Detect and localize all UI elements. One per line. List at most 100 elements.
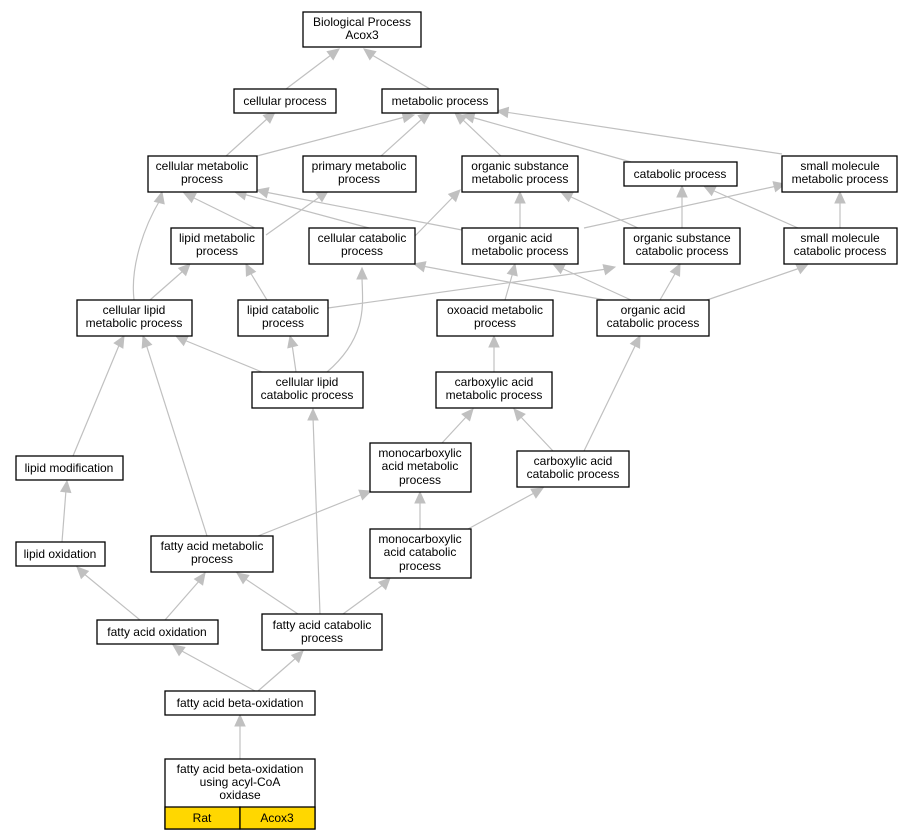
edge-arrowhead xyxy=(236,572,250,585)
node-label: lipid metabolic xyxy=(179,231,255,245)
node-label: fatty acid metabolic xyxy=(161,539,264,553)
edge-line xyxy=(342,583,385,615)
node-label: small molecule xyxy=(800,159,880,173)
node-label: process xyxy=(191,552,233,566)
node-biological-process-root[interactable]: Biological Process Acox3 xyxy=(302,11,422,48)
node-lipid-metabolic-process[interactable]: lipid metabolic process xyxy=(170,227,264,265)
edge-arrowhead xyxy=(76,566,90,580)
edge-line xyxy=(225,117,269,157)
node-label: cellular process xyxy=(243,94,326,108)
node-label: process xyxy=(399,559,441,573)
node-cellular-catabolic-process[interactable]: cellular catabolic process xyxy=(308,227,416,265)
node-label: oxoacid metabolic xyxy=(447,303,543,317)
edge-arrowhead xyxy=(255,187,270,199)
node-organic-substance-catabolic-process[interactable]: organic substance catabolic process xyxy=(623,227,741,265)
node-small-molecule-metabolic-process[interactable]: small molecule metabolic process xyxy=(781,155,898,193)
node-small-molecule-catabolic-process[interactable]: small molecule catabolic process xyxy=(783,227,898,265)
edge-arrowhead xyxy=(245,262,257,277)
node-label: process xyxy=(341,244,383,258)
node-carboxylic-acid-catabolic-process[interactable]: carboxylic acid catabolic process xyxy=(516,450,630,488)
node-fatty-acid-catabolic-process[interactable]: fatty acid catabolic process xyxy=(261,613,383,651)
node-label: process xyxy=(474,316,516,330)
edge-line xyxy=(242,193,370,229)
node-label: organic acid xyxy=(488,231,553,245)
edge-arrowhead xyxy=(193,572,206,586)
node-cellular-metabolic-process[interactable]: cellular metabolic process xyxy=(147,155,258,193)
node-label: monocarboxylic xyxy=(378,446,461,460)
edge-arrowhead xyxy=(113,334,125,349)
edge-line xyxy=(421,265,606,301)
node-cellular-lipid-catabolic-process[interactable]: cellular lipid catabolic process xyxy=(251,371,364,409)
edge-arrowhead xyxy=(506,262,518,277)
edge-line xyxy=(164,579,201,621)
edge-line xyxy=(291,343,297,373)
species-label: Rat xyxy=(193,811,212,825)
node-label: catabolic process xyxy=(527,467,620,481)
node-lipid-modification[interactable]: lipid modification xyxy=(15,455,124,481)
edge-line xyxy=(61,489,67,543)
node-label: cellular lipid xyxy=(276,375,339,389)
node-lipid-catabolic-process[interactable]: lipid catabolic process xyxy=(237,299,329,337)
node-label: process xyxy=(181,172,223,186)
node-label: catabolic process xyxy=(634,167,727,181)
edge-arrowhead xyxy=(551,263,566,275)
edge-arrowhead xyxy=(290,650,304,664)
node-oxoacid-metabolic-process[interactable]: oxoacid metabolic process xyxy=(436,299,554,337)
node-label: oxidase xyxy=(219,788,261,802)
edge-line xyxy=(179,649,256,692)
node-fatty-acid-metabolic-process[interactable]: fatty acid metabolic process xyxy=(150,535,274,573)
node-label: process xyxy=(196,244,238,258)
edge-line xyxy=(706,267,801,301)
edge-line xyxy=(149,270,184,301)
node-label: fatty acid oxidation xyxy=(107,625,206,639)
node-label: process xyxy=(301,631,343,645)
edge-arrowhead xyxy=(514,190,526,204)
edge-line xyxy=(560,267,632,301)
graph-edges xyxy=(59,48,846,759)
node-organic-acid-catabolic-process[interactable]: organic acid catabolic process xyxy=(596,299,710,337)
node-label: process xyxy=(399,473,441,487)
edge-line xyxy=(441,415,468,444)
node-fatty-acid-oxidation[interactable]: fatty acid oxidation xyxy=(96,619,219,645)
node-monocarboxylic-acid-catabolic-process[interactable]: monocarboxylic acid catabolic process xyxy=(369,528,472,579)
edge-line xyxy=(256,116,406,157)
node-metabolic-process[interactable]: metabolic process xyxy=(381,88,499,114)
edge-arrowhead xyxy=(629,334,641,349)
edge-arrowhead xyxy=(461,112,476,124)
edge-arrowhead xyxy=(834,190,846,204)
node-carboxylic-acid-metabolic-process[interactable]: carboxylic acid metabolic process xyxy=(435,371,553,409)
node-label: organic substance xyxy=(633,231,731,245)
species-cell[interactable]: Rat xyxy=(164,806,241,830)
edge-arrowhead xyxy=(141,334,153,349)
edge-arrowhead xyxy=(172,644,186,657)
gene-label: Acox3 xyxy=(260,811,294,825)
node-label: primary metabolic xyxy=(312,159,407,173)
edge-arrowhead xyxy=(417,112,431,125)
node-label: lipid catabolic xyxy=(247,303,319,317)
edge-line xyxy=(264,191,463,231)
edge-arrowhead xyxy=(513,408,526,422)
node-cellular-lipid-metabolic-process[interactable]: cellular lipid metabolic process xyxy=(76,299,193,337)
edge-arrowhead xyxy=(461,408,474,422)
node-label: cellular lipid xyxy=(103,303,166,317)
node-organic-substance-metabolic-process[interactable]: organic substance metabolic process xyxy=(461,155,579,193)
edge-arrowhead xyxy=(602,264,617,276)
edge-line xyxy=(249,271,268,301)
edge-line xyxy=(583,185,778,229)
node-cellular-process[interactable]: cellular process xyxy=(233,88,337,114)
node-monocarboxylic-acid-metabolic-process[interactable]: monocarboxylic acid metabolic process xyxy=(369,442,472,493)
node-lipid-oxidation[interactable]: lipid oxidation xyxy=(15,541,106,567)
gene-cell[interactable]: Acox3 xyxy=(239,806,316,830)
node-catabolic-process[interactable]: catabolic process xyxy=(623,161,738,187)
edge-arrowhead xyxy=(182,192,197,204)
node-label: metabolic process xyxy=(472,244,569,258)
node-label: fatty acid beta-oxidation xyxy=(177,762,304,776)
edge-line xyxy=(504,111,783,155)
node-label: metabolic process xyxy=(792,172,889,186)
node-label: monocarboxylic xyxy=(378,532,461,546)
node-fatty-acid-beta-oxidation[interactable]: fatty acid beta-oxidation xyxy=(164,690,316,716)
node-primary-metabolic-process[interactable]: primary metabolic process xyxy=(302,155,417,193)
edge-line xyxy=(326,275,364,373)
node-fatty-acid-beta-oxidation-acyl-coa-oxidase[interactable]: fatty acid beta-oxidation using acyl-CoA… xyxy=(164,758,316,830)
node-organic-acid-metabolic-process[interactable]: organic acid metabolic process xyxy=(461,227,579,265)
